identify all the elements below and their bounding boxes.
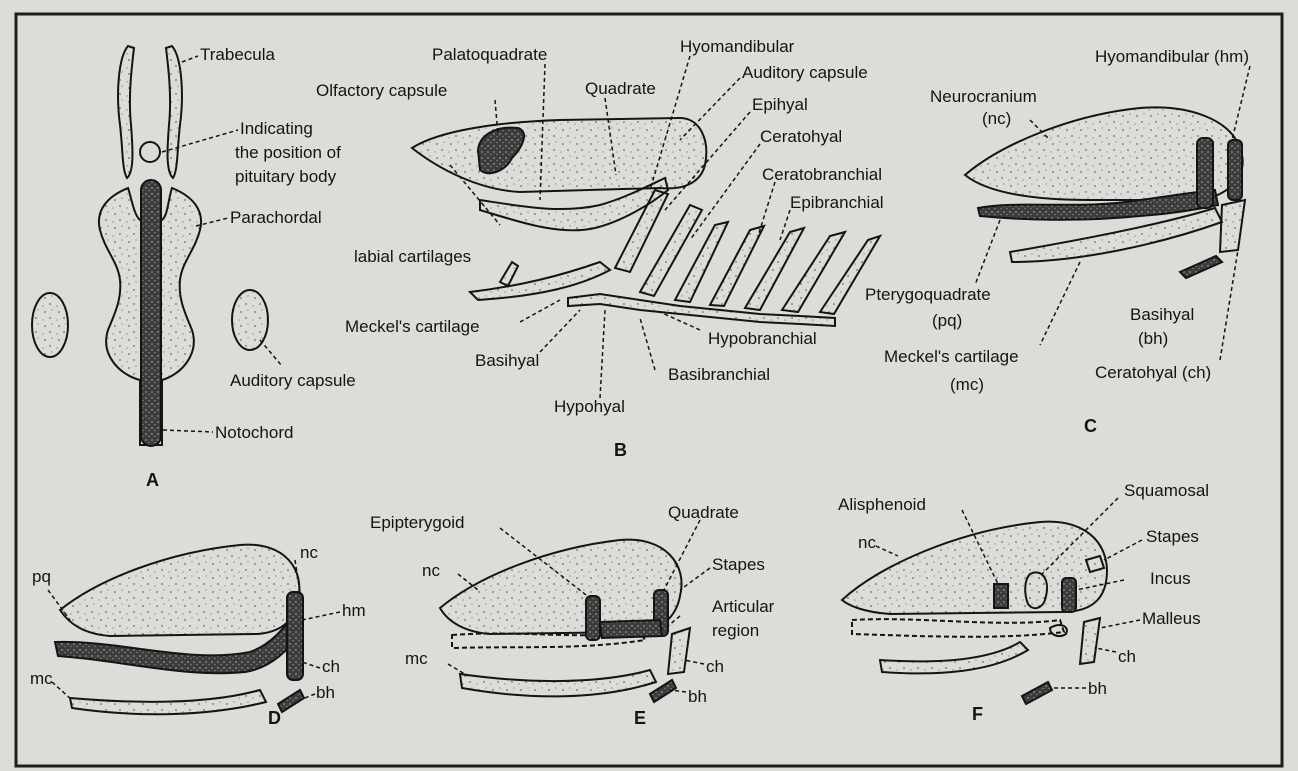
label-f-squamosal: Squamosal [1124,481,1209,500]
label-f-malleus: Malleus [1142,609,1201,628]
panel-letter-c: C [1084,416,1097,436]
hyomandibular-c [1197,138,1213,208]
label-a-indicating-1: Indicating [240,119,313,138]
label-d-nc: nc [300,543,318,562]
label-a-indicating-3: pituitary body [235,167,337,186]
label-a-notochord: Notochord [215,423,293,442]
label-f-nc: nc [858,533,876,552]
label-a-auditory-capsule: Auditory capsule [230,371,356,390]
label-b-meckels-cartilage: Meckel's cartilage [345,317,480,336]
label-e-epipterygoid: Epipterygoid [370,513,465,532]
label-e-nc: nc [422,561,440,580]
label-b-basihyal: Basihyal [475,351,539,370]
label-f-ch: ch [1118,647,1136,666]
label-c-neurocranium-2: (nc) [982,109,1011,128]
label-e-bh: bh [688,687,707,706]
label-e-stapes: Stapes [712,555,765,574]
label-f-bh: bh [1088,679,1107,698]
label-e-mc: mc [405,649,428,668]
label-e-articular-2: region [712,621,759,640]
label-f-alisphenoid: Alisphenoid [838,495,926,514]
label-c-basihyal-1: Basihyal [1130,305,1194,324]
label-e-ch: ch [706,657,724,676]
panel-letter-e: E [634,708,646,728]
label-b-labial-cartilages: labial cartilages [354,247,471,266]
label-b-epibranchial: Epibranchial [790,193,884,212]
label-b-olfactory-capsule: Olfactory capsule [316,81,447,100]
label-b-hypohyal: Hypohyal [554,397,625,416]
label-c-pterygoquadrate-2: (pq) [932,311,962,330]
label-a-indicating-2: the position of [235,143,341,162]
label-c-meckels-1: Meckel's cartilage [884,347,1019,366]
label-b-quadrate: Quadrate [585,79,656,98]
label-d-mc: mc [30,669,53,688]
hyomandibular-d [287,592,303,680]
panel-letter-a: A [146,470,159,490]
label-c-neurocranium-1: Neurocranium [930,87,1037,106]
alisphenoid-f [994,584,1008,608]
label-d-pq: pq [32,567,51,586]
squamosal-f [1025,572,1047,608]
label-a-parachordal: Parachordal [230,208,322,227]
notochord [141,180,161,446]
label-e-articular-1: Articular [712,597,775,616]
label-b-basibranchial: Basibranchial [668,365,770,384]
label-d-hm: hm [342,601,366,620]
label-d-bh: bh [316,683,335,702]
articular-bar-e [600,620,662,638]
label-c-meckels-2: (mc) [950,375,984,394]
label-c-basihyal-2: (bh) [1138,329,1168,348]
label-c-hyomandibular: Hyomandibular (hm) [1095,47,1249,66]
hyomandibular-right-c [1228,140,1242,200]
label-e-quadrate: Quadrate [668,503,739,522]
label-b-hyomandibular: Hyomandibular [680,37,795,56]
label-a-trabecula: Trabecula [200,45,276,64]
label-f-incus: Incus [1150,569,1191,588]
label-b-palatoquadrate: Palatoquadrate [432,45,547,64]
label-b-epihyal: Epihyal [752,95,808,114]
label-c-pterygoquadrate-1: Pterygoquadrate [865,285,991,304]
label-d-ch: ch [322,657,340,676]
panel-letter-d: D [268,708,281,728]
label-b-hypobranchial: Hypobranchial [708,329,817,348]
auditory-capsule-right [232,290,268,350]
epipterygoid-e [586,596,600,640]
label-c-ceratohyal: Ceratohyal (ch) [1095,363,1211,382]
panel-letter-f: F [972,704,983,724]
label-b-ceratobranchial: Ceratobranchial [762,165,882,184]
label-f-stapes: Stapes [1146,527,1199,546]
auditory-capsule-left [32,293,68,357]
label-b-ceratohyal: Ceratohyal [760,127,842,146]
panel-letter-b: B [614,440,627,460]
label-b-auditory-capsule: Auditory capsule [742,63,868,82]
incus-f [1062,578,1076,612]
